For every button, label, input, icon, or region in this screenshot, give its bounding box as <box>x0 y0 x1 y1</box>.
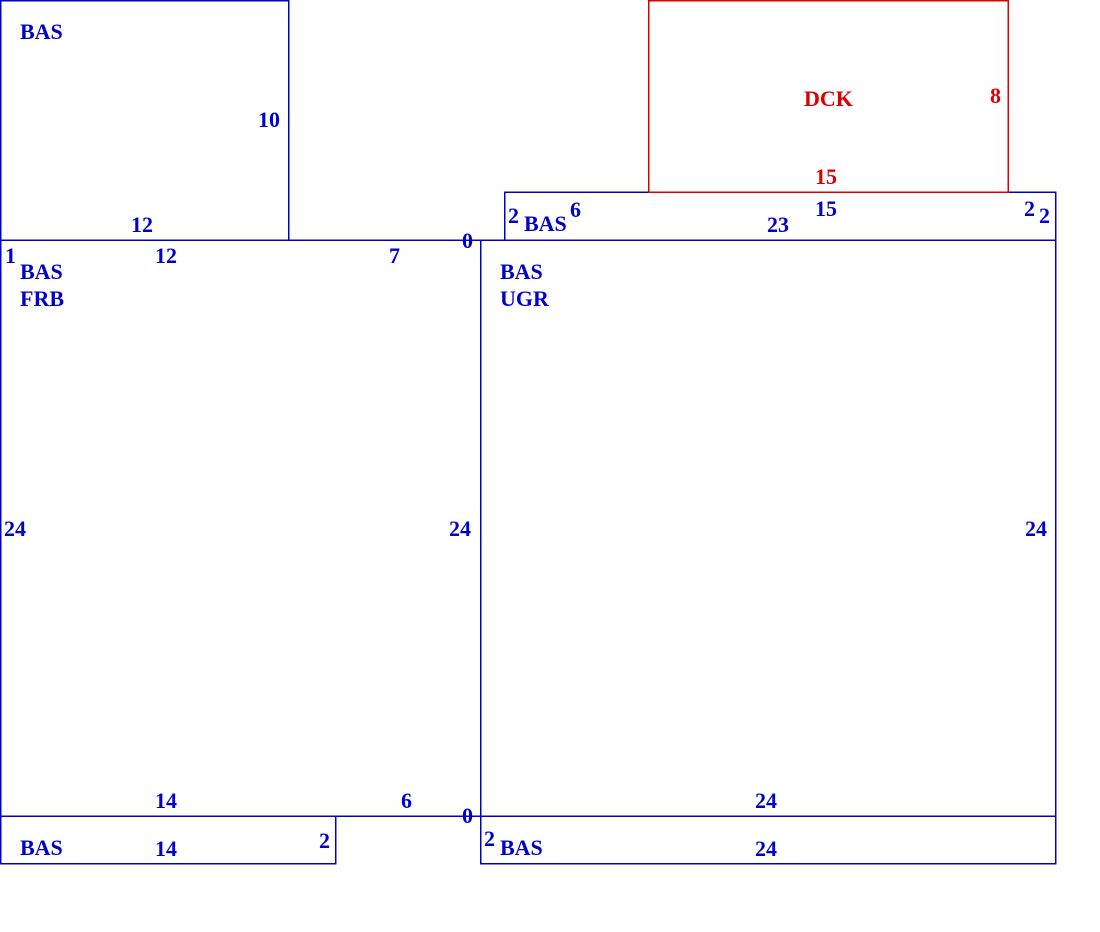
left-main-area-subcode: FRB <box>20 286 64 311</box>
left-main-dim-top: 12 <box>155 243 177 268</box>
bottom-right-area-outline <box>480 815 1057 865</box>
left-main-dim-top-right: 7 <box>389 243 400 268</box>
right-main-area-outline <box>480 239 1057 817</box>
right-main-dim-bottom-corner: 0 <box>462 803 473 828</box>
left-main-dim-right: 24 <box>449 516 471 541</box>
top-strip-dim-left: 2 <box>508 203 519 228</box>
deck-area-code: DCK <box>804 86 853 111</box>
bottom-right-dim-bottom: 24 <box>755 836 777 861</box>
left-main-dim-bottom: 14 <box>155 788 177 813</box>
right-main-dim-bottom: 24 <box>755 788 777 813</box>
top-strip-dim-top-b: 15 <box>815 196 837 221</box>
right-main-area-code: BAS <box>500 259 543 284</box>
bottom-right-dim-left: 2 <box>484 826 495 851</box>
right-main-dim-top-corner: 0 <box>462 228 473 253</box>
right-main-dim-right: 24 <box>1025 516 1047 541</box>
left-main-dim-top-left: 1 <box>5 243 16 268</box>
bottom-left-dim-bottom: 14 <box>155 836 177 861</box>
top-strip-area-code: BAS <box>524 211 567 236</box>
bottom-left-dim-right: 2 <box>319 828 330 853</box>
top-strip-dim-right: 2 <box>1039 203 1050 228</box>
right-main-area-subcode: UGR <box>500 286 550 311</box>
top-left-dim-bottom: 12 <box>131 212 153 237</box>
bottom-right-area-code: BAS <box>500 835 543 860</box>
left-main-dim-left: 24 <box>4 516 26 541</box>
left-main-area-outline <box>0 239 482 817</box>
top-strip-dim-top-a: 6 <box>570 197 581 222</box>
top-strip-dim-bottom: 23 <box>767 212 789 237</box>
bottom-left-area-outline <box>0 815 337 865</box>
deck-dim-bottom: 15 <box>815 164 837 189</box>
top-strip-dim-top-right: 2 <box>1024 196 1035 221</box>
bottom-left-area-code: BAS <box>20 835 63 860</box>
deck-area-outline <box>648 0 1009 193</box>
top-left-area-code: BAS <box>20 19 63 44</box>
left-main-dim-bottom-right: 6 <box>401 788 412 813</box>
top-left-dim-right: 10 <box>258 107 280 132</box>
deck-dim-right: 8 <box>990 83 1001 108</box>
left-main-area-code: BAS <box>20 259 63 284</box>
